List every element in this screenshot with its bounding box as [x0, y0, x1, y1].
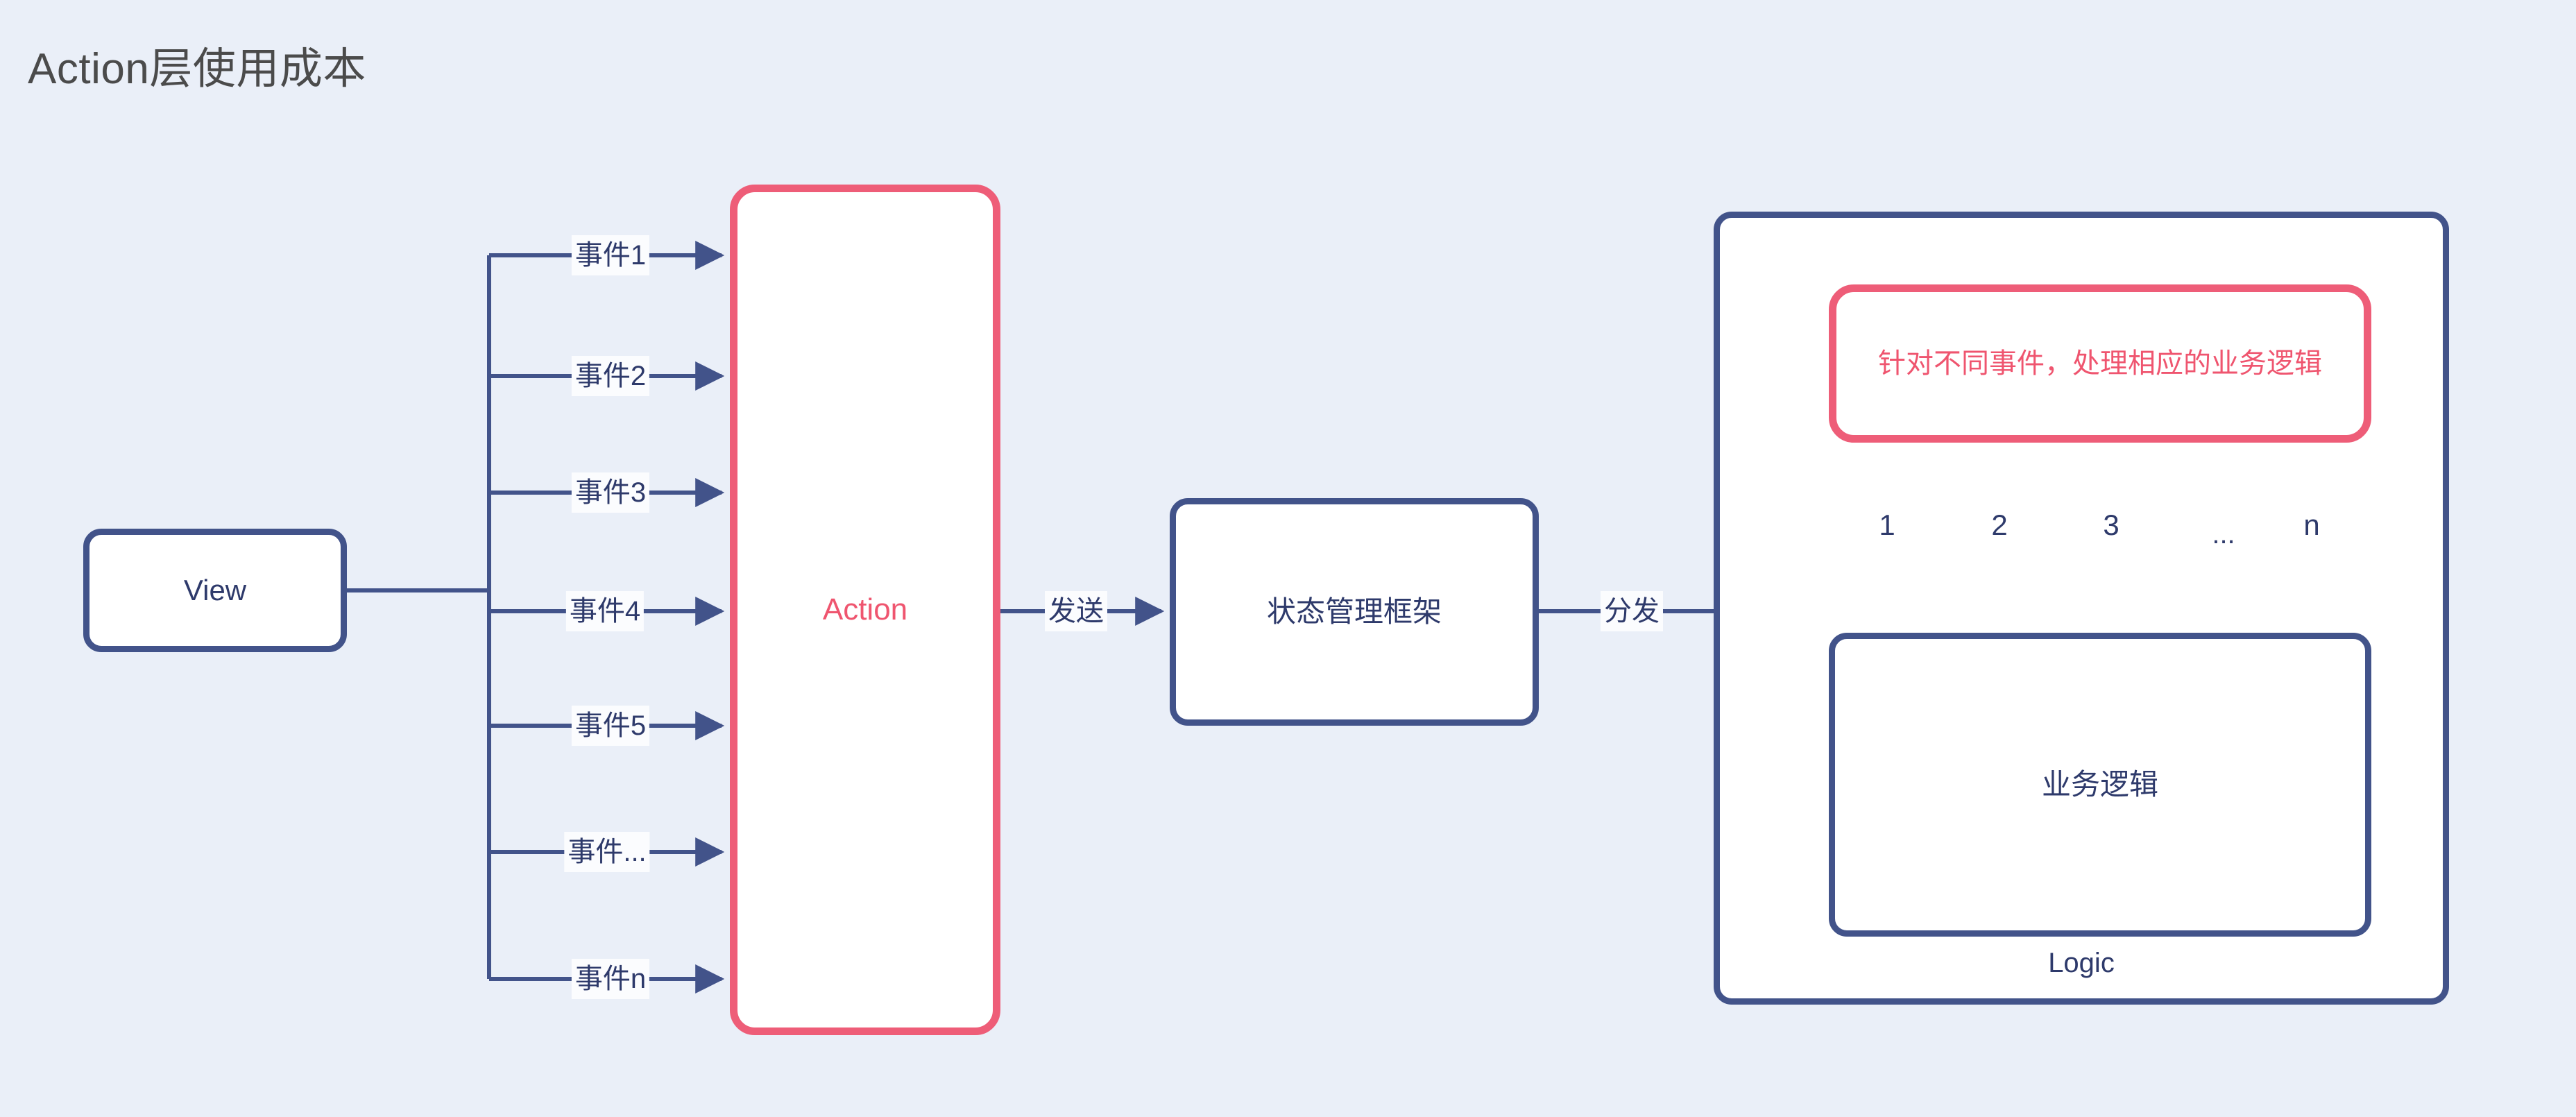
edge-label-event-3: 事件3 — [571, 472, 650, 513]
node-view[interactable]: View — [83, 529, 347, 652]
logic-container-caption: Logic — [2048, 948, 2115, 978]
branch-label-n: n — [2303, 509, 2320, 541]
branch-label-3: 3 — [2103, 509, 2119, 541]
node-action[interactable]: Action — [730, 185, 1000, 1035]
edge-label-event-7: 事件n — [571, 959, 650, 999]
node-business-logic[interactable]: 业务逻辑 — [1829, 633, 2371, 937]
branch-label-2: 2 — [1991, 509, 2008, 541]
branch-label-ellipsis: ... — [2212, 519, 2235, 549]
edge-label-event-2: 事件2 — [571, 356, 650, 396]
edge-label-dispatch: 分发 — [1601, 591, 1663, 631]
edge-label-event-6: 事件... — [564, 832, 650, 872]
edge-label-send: 发送 — [1045, 591, 1107, 631]
branch-label-1: 1 — [1879, 509, 1895, 541]
node-event-handling-note-label: 针对不同事件，处理相应的业务逻辑 — [1878, 348, 2322, 379]
node-event-handling-note[interactable]: 针对不同事件，处理相应的业务逻辑 — [1829, 284, 2371, 443]
edge-label-event-5: 事件5 — [571, 706, 650, 746]
page-title: Action层使用成本 — [28, 45, 366, 93]
node-view-label: View — [183, 573, 247, 606]
node-store-label: 状态管理框架 — [1266, 595, 1442, 628]
node-business-logic-label: 业务逻辑 — [2041, 767, 2158, 801]
node-action-label: Action — [822, 592, 908, 626]
edge-label-event-4: 事件4 — [565, 591, 645, 631]
edge-label-event-1: 事件1 — [571, 235, 650, 275]
node-state-management-framework[interactable]: 状态管理框架 — [1170, 498, 1539, 726]
